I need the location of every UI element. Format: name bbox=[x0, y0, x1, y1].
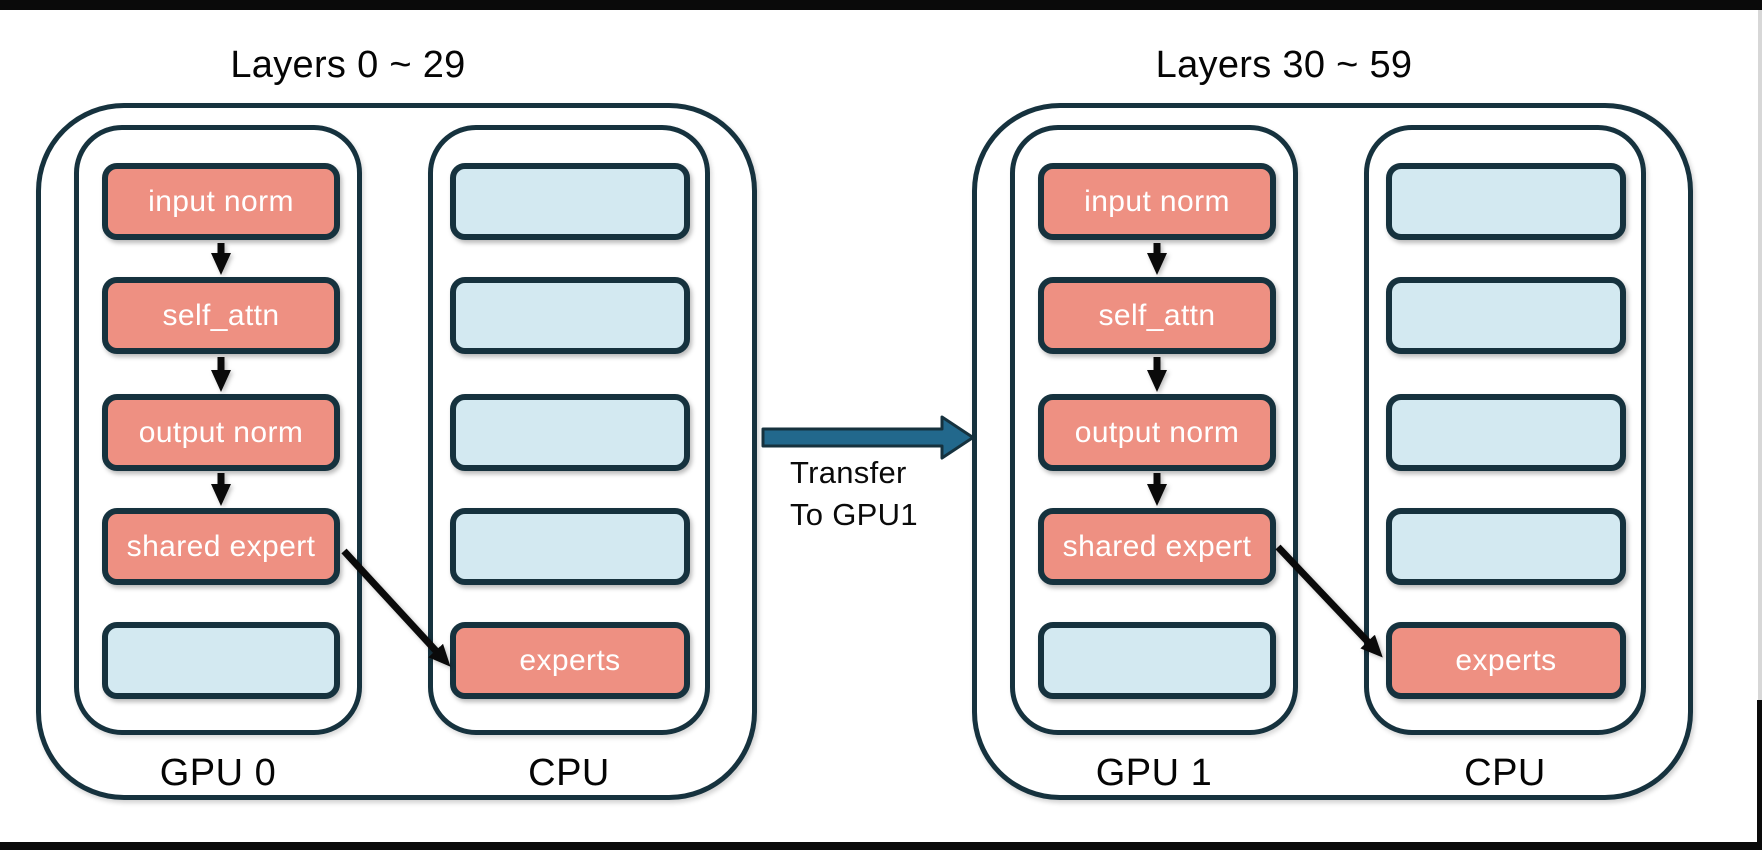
empty-slot bbox=[450, 508, 690, 585]
layer-group-1: Layers 30 ~ 59 input norm self_attn outp… bbox=[972, 0, 1693, 850]
cpu-device-label: CPU bbox=[1464, 752, 1546, 794]
empty-slot bbox=[450, 394, 690, 471]
module-label: output norm bbox=[138, 415, 304, 449]
empty-slot bbox=[1386, 508, 1626, 585]
empty-slot bbox=[1386, 163, 1626, 240]
module-label: experts bbox=[1455, 643, 1557, 677]
module-label: input norm bbox=[148, 184, 294, 218]
module-label: self_attn bbox=[162, 298, 280, 332]
layer-group-0: Layers 0 ~ 29 input norm self_attn outpu… bbox=[36, 0, 757, 850]
module-shared-expert: shared expert bbox=[1038, 508, 1276, 585]
module-label: output norm bbox=[1074, 415, 1240, 449]
group-title: Layers 0 ~ 29 bbox=[230, 44, 466, 86]
module-label: self_attn bbox=[1098, 298, 1216, 332]
cpu-device-label: CPU bbox=[528, 752, 610, 794]
module-input-norm: input norm bbox=[102, 163, 340, 240]
gpu-device-label: GPU 1 bbox=[1095, 752, 1213, 794]
right-edge-line-top bbox=[1758, 10, 1762, 700]
empty-slot bbox=[1386, 277, 1626, 354]
right-edge-line-bottom bbox=[1757, 700, 1762, 842]
gpu-device-label: GPU 0 bbox=[159, 752, 277, 794]
module-self-attn: self_attn bbox=[1038, 277, 1276, 354]
module-label: shared expert bbox=[126, 529, 316, 563]
module-label: input norm bbox=[1084, 184, 1230, 218]
top-border-bar bbox=[0, 0, 1762, 10]
module-self-attn: self_attn bbox=[102, 277, 340, 354]
module-label: shared expert bbox=[1062, 529, 1252, 563]
empty-slot bbox=[450, 163, 690, 240]
module-output-norm: output norm bbox=[102, 394, 340, 471]
empty-slot bbox=[102, 622, 340, 699]
transfer-label: Transfer To GPU1 bbox=[790, 452, 918, 536]
empty-slot bbox=[450, 277, 690, 354]
transfer-label-line2: To GPU1 bbox=[790, 497, 918, 532]
group-title: Layers 30 ~ 59 bbox=[1155, 44, 1413, 86]
module-input-norm: input norm bbox=[1038, 163, 1276, 240]
empty-slot bbox=[1386, 394, 1626, 471]
module-output-norm: output norm bbox=[1038, 394, 1276, 471]
module-experts: experts bbox=[450, 622, 690, 699]
bottom-border-bar bbox=[0, 842, 1762, 850]
module-label: experts bbox=[519, 643, 621, 677]
module-shared-expert: shared expert bbox=[102, 508, 340, 585]
module-experts: experts bbox=[1386, 622, 1626, 699]
empty-slot bbox=[1038, 622, 1276, 699]
transfer-label-line1: Transfer bbox=[790, 455, 907, 490]
